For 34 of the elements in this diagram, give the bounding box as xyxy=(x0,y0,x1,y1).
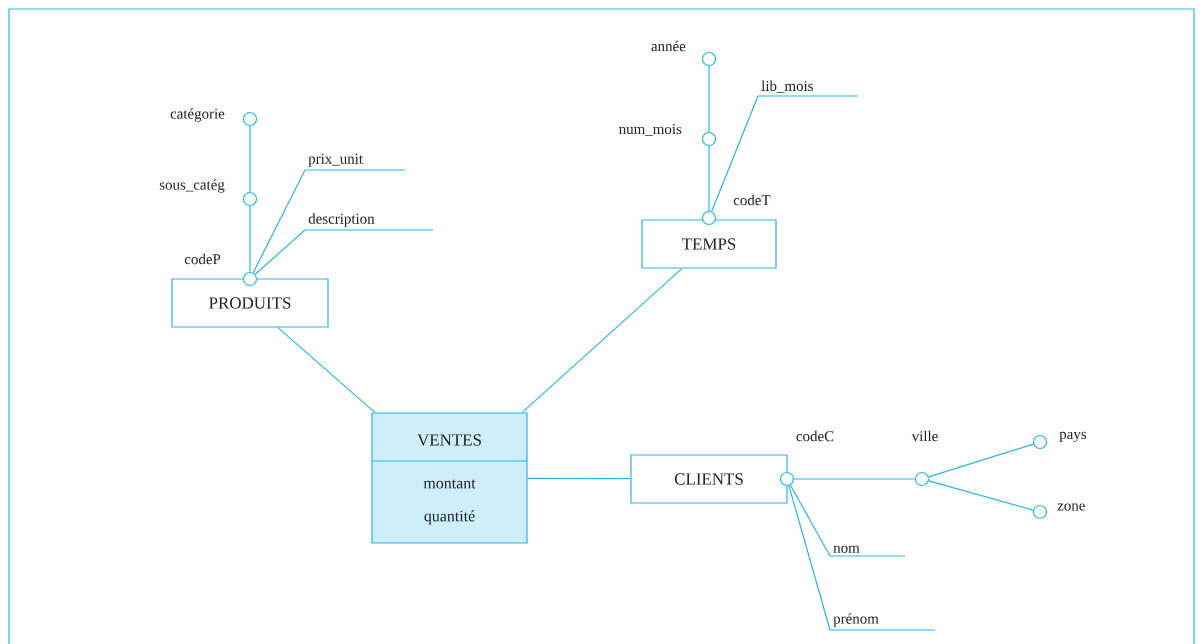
attribute-label: prénom xyxy=(829,613,936,631)
connector-line xyxy=(708,145,710,212)
connector-line xyxy=(527,477,631,480)
connector-line xyxy=(928,443,1034,478)
attribute-label: codeT xyxy=(733,194,771,206)
attribute-label: codeC xyxy=(796,430,834,442)
attribute-label: description xyxy=(304,213,434,231)
connector-line xyxy=(521,268,683,413)
connector-line xyxy=(793,478,916,480)
connector-line xyxy=(928,480,1034,511)
fact-box: VENTES montant quantité xyxy=(371,412,528,544)
dimension-box: CLIENTS xyxy=(630,454,788,504)
attribute-label: sous_catég xyxy=(159,179,225,193)
attribute-label: lib_mois xyxy=(757,80,859,97)
attribute-label: num_mois xyxy=(619,124,682,136)
connector-line xyxy=(708,65,710,133)
attribute-label: nom xyxy=(829,545,906,557)
connector-line xyxy=(788,485,831,631)
connector-line xyxy=(249,205,251,273)
attribute-label: codeP xyxy=(184,253,221,265)
dimension-box: TEMPS xyxy=(641,219,777,269)
connector-line xyxy=(711,95,759,212)
connector-line xyxy=(277,327,376,413)
attribute-label: prix_unit xyxy=(304,153,406,171)
connector-line xyxy=(789,484,831,557)
attribute-label: ville xyxy=(911,430,938,442)
attribute-label: année xyxy=(651,40,686,52)
dimension-box: PRODUITS xyxy=(171,278,329,328)
attribute-label: zone xyxy=(1057,503,1085,511)
connector-line xyxy=(254,229,306,275)
attribute-label: pays xyxy=(1059,431,1087,443)
attribute-label: catégorie xyxy=(170,108,225,122)
connector-line xyxy=(249,125,251,193)
connector-line xyxy=(252,169,306,274)
